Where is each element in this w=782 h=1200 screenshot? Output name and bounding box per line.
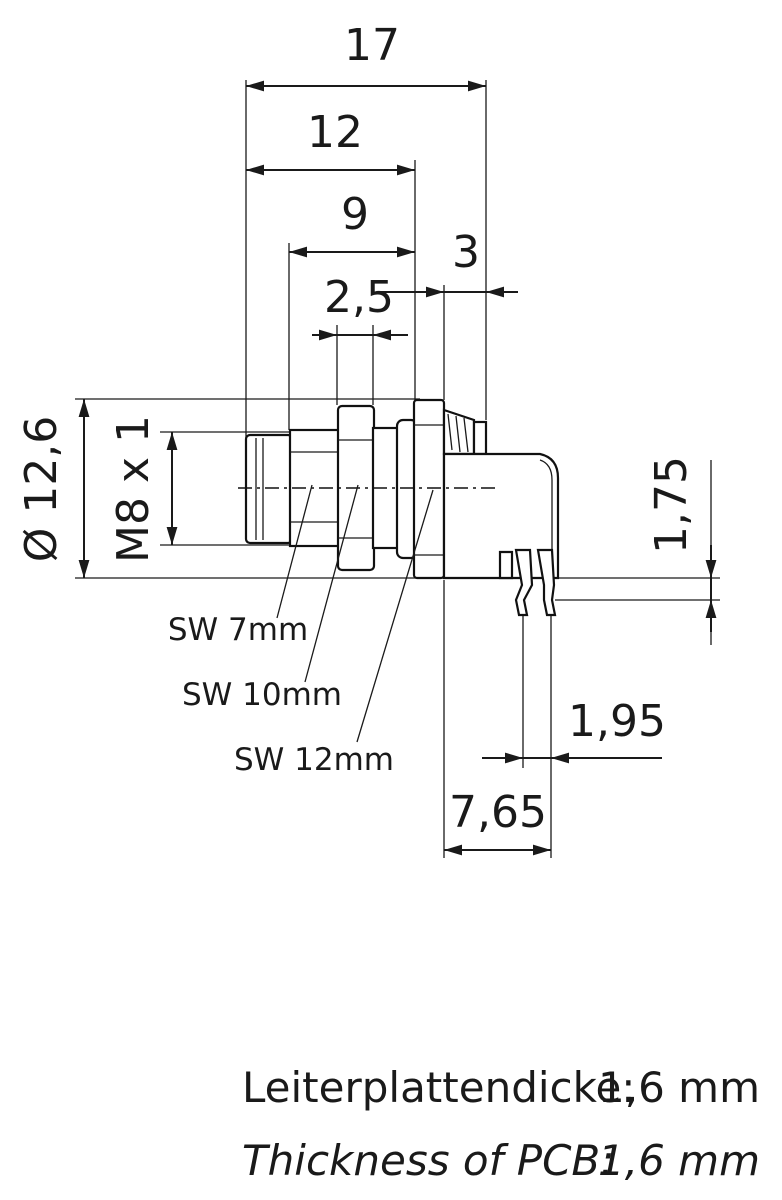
callout-leaders [276,484,434,743]
pcb-thickness-label-de: Leiterplattendicke: [242,1063,635,1112]
dimension-lines [78,80,717,856]
dimension-17: 17 [344,20,400,71]
connector-body [238,398,560,617]
callout-sw10: SW 10mm [182,677,342,713]
pcb-thickness-value-de: 1,6 mm [598,1063,760,1112]
dimension-9: 9 [341,189,369,240]
pcb-thickness-value-en: 1,6 mm [598,1136,760,1185]
dimension-7-65: 7,65 [449,787,547,838]
dimension-1-95: 1,95 [568,696,666,747]
pcb-thickness-label-en: Thickness of PCB: [242,1136,614,1185]
callout-sw12: SW 12mm [234,742,394,778]
dimension-1-75: 1,75 [646,456,697,554]
dimension-3: 3 [452,227,480,278]
dimension-12: 12 [307,107,363,158]
dimension-2-5: 2,5 [324,272,394,323]
dimension-thread: M8 x 1 [108,415,159,563]
dimension-diameter: Ø 12,6 [16,416,67,563]
callout-sw7: SW 7mm [168,612,308,648]
